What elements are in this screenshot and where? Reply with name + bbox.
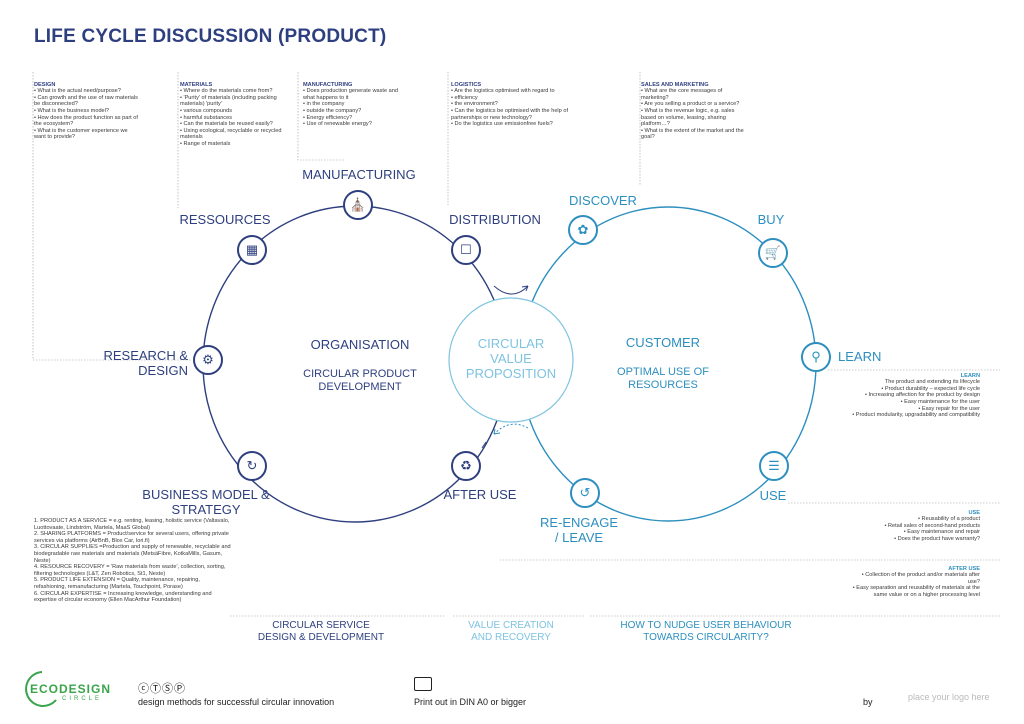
raw-materials-icon: ▦ <box>237 235 267 265</box>
printer-icon <box>414 677 432 691</box>
manufacturing-note-text: • Does production generate waste and wha… <box>303 88 398 128</box>
box-icon: ☐ <box>451 235 481 265</box>
by-label: by <box>863 697 873 707</box>
brain-icon: ⚙ <box>193 345 223 375</box>
stage-ressources: RESSOURCES <box>179 212 271 227</box>
bottom-left-heading: CIRCULAR SERVICE DESIGN & DEVELOPMENT <box>257 620 385 643</box>
logo-placeholder: place your logo here <box>908 692 990 702</box>
manufacturing-note-head: MANUFACTURING <box>303 81 353 88</box>
factory-icon: ⛪ <box>343 190 373 220</box>
stage-distribution: DISTRIBUTION <box>449 212 541 227</box>
use-note-head: USE <box>968 509 980 516</box>
stage-reengage: RE-ENGAGE / LEAVE <box>539 515 618 545</box>
tagline: design methods for successful circular i… <box>138 697 335 707</box>
sales-note-text: • What are the core messages of marketin… <box>641 88 744 141</box>
materials-note-text: • Where do the materials come from? • 'P… <box>180 88 282 147</box>
reengage-icon: ↺ <box>570 478 600 508</box>
logistics-note-text: • Are the logistics optimised with regar… <box>451 88 569 128</box>
logo-word: ECODESIGN <box>30 682 112 696</box>
organisation-label: ORGANISATION <box>310 337 410 352</box>
cc-license-icon: ⓒⓉⓈⓅ <box>138 683 186 695</box>
afteruse-note-text: • Collection of the product and/or mater… <box>852 572 980 598</box>
strategy-icon: ↻ <box>237 451 267 481</box>
logistics-note: LOGISTICS• Are the logistics optimised w… <box>451 75 575 128</box>
logo-sub: CIRCLE <box>62 696 103 702</box>
design-note-text: • What is the actual need/purpose? • Can… <box>34 88 138 141</box>
learn-search-icon: ⚲ <box>801 342 831 372</box>
stage-use: USE <box>759 488 787 503</box>
use-note: USE• Reusability of a product • Retail s… <box>852 503 980 543</box>
learn-note-text: The product and extending its lifecycle … <box>852 379 980 419</box>
afteruse-note: AFTER USE• Collection of the product and… <box>852 559 980 599</box>
customer-label: CUSTOMER <box>625 335 701 350</box>
bottom-mid-heading: VALUE CREATION AND RECOVERY <box>468 620 554 643</box>
stage-discover: DISCOVER <box>569 193 637 208</box>
ecodesign-logo <box>25 671 57 707</box>
shopping-cart-icon: 🛒 <box>758 238 788 268</box>
materials-note-head: MATERIALS <box>180 81 213 88</box>
discover-plant-icon: ✿ <box>568 215 598 245</box>
business-model-list: 1. PRODUCT AS A SERVICE = e.g. renting, … <box>34 518 231 604</box>
organisation-sub: CIRCULAR PRODUCT DEVELOPMENT <box>303 368 417 393</box>
stage-business-model: BUSINESS MODEL & STRATEGY <box>142 487 270 517</box>
stage-research-design: RESEARCH & DESIGN <box>103 348 188 378</box>
logistics-note-head: LOGISTICS <box>451 81 482 88</box>
stage-after-use: AFTER USE <box>443 487 517 502</box>
afteruse-note-head: AFTER USE <box>948 565 980 572</box>
use-note-text: • Reusability of a product • Retail sale… <box>884 516 980 542</box>
recycle-device-icon: ♻ <box>451 451 481 481</box>
learn-note-head: LEARN <box>960 372 980 379</box>
stage-manufacturing: MANUFACTURING <box>302 167 416 182</box>
use-tablet-icon: ☰ <box>759 451 789 481</box>
sales-note-head: SALES AND MARKETING <box>641 81 709 88</box>
manufacturing-note: MANUFACTURING• Does production generate … <box>303 75 409 128</box>
print-note: Print out in DIN A0 or bigger <box>414 697 527 707</box>
page-title: LIFE CYCLE DISCUSSION (PRODUCT) <box>34 26 387 47</box>
design-note: DESIGN• What is the actual need/purpose?… <box>34 75 138 141</box>
materials-note: MATERIALS• Where do the materials come f… <box>180 75 292 148</box>
stage-learn: LEARN <box>838 349 882 364</box>
design-note-head: DESIGN <box>34 81 56 88</box>
bottom-right-heading: HOW TO NUDGE USER BEHAVIOUR TOWARDS CIRC… <box>620 620 792 643</box>
sales-note: SALES AND MARKETING• What are the core m… <box>641 75 749 141</box>
circular-value-proposition: CIRCULAR VALUE PROPOSITION <box>465 336 557 381</box>
stage-buy: BUY <box>757 212 785 227</box>
customer-sub: OPTIMAL USE OF RESOURCES <box>617 366 709 391</box>
